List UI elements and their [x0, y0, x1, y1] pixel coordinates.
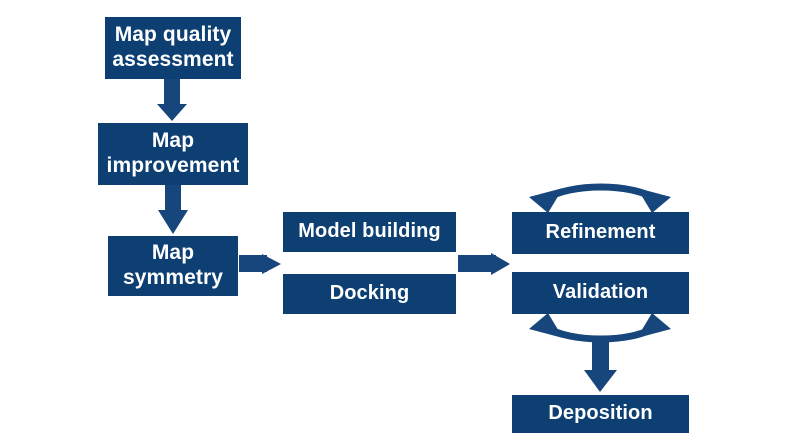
cycle-arc-top	[529, 183, 671, 213]
node-label: Docking	[329, 282, 410, 305]
node-label: Validation	[552, 281, 649, 304]
node-map-symmetry[interactable]: Map symmetry	[108, 236, 238, 296]
node-docking[interactable]: Docking	[283, 274, 456, 314]
arrow-symmetry-to-model	[239, 254, 281, 274]
cycle-arc-bottom	[529, 313, 671, 343]
arrow-quality-to-improvement	[157, 79, 187, 121]
node-label: Model building	[298, 220, 441, 243]
node-label: Map quality assessment	[112, 23, 234, 71]
node-label: Refinement	[545, 221, 656, 244]
node-label: Map improvement	[106, 129, 240, 177]
node-label: Deposition	[548, 402, 653, 425]
arrow-model-to-refinement	[458, 253, 510, 275]
node-model-building[interactable]: Model building	[283, 212, 456, 252]
arrow-improvement-to-symmetry	[158, 185, 188, 234]
node-map-improvement[interactable]: Map improvement	[98, 123, 248, 185]
node-validation[interactable]: Validation	[512, 272, 689, 314]
node-refinement[interactable]: Refinement	[512, 212, 689, 254]
arrow-validation-to-deposition	[584, 336, 617, 392]
node-deposition[interactable]: Deposition	[512, 395, 689, 433]
node-map-quality-assessment[interactable]: Map quality assessment	[105, 17, 241, 79]
node-label: Map symmetry	[122, 241, 224, 289]
